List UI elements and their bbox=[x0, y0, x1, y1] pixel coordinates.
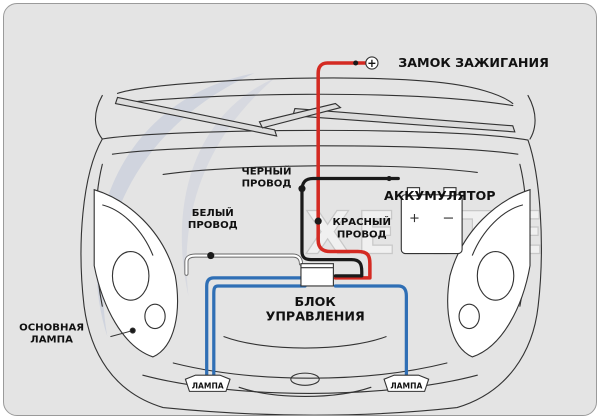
lamp-left: ЛАМПА bbox=[184, 374, 231, 392]
control-unit-label-line1: БЛОК bbox=[295, 294, 337, 309]
red-wire-connector bbox=[314, 217, 322, 225]
leader-lines bbox=[110, 327, 136, 338]
wipers bbox=[114, 96, 516, 137]
black-wire-connector bbox=[298, 185, 306, 193]
wiring-diagram: XENTE bbox=[19, 55, 549, 415]
white-wire-label-line2: ПРОВОД bbox=[188, 220, 238, 231]
lamp-right: ЛАМПА bbox=[383, 374, 430, 392]
red-wire bbox=[316, 61, 372, 280]
diagram-frame: XENTE bbox=[3, 3, 597, 416]
lamp-right-label: ЛАМПА bbox=[390, 381, 422, 390]
black-wire bbox=[300, 176, 400, 278]
black-wire-label-line1: ЧЕРНЫЙ bbox=[242, 164, 292, 177]
control-unit bbox=[300, 263, 334, 287]
ignition-terminal: + bbox=[365, 56, 379, 70]
blue-wire-right bbox=[333, 284, 408, 381]
white-wire-label-line1: БЕЛЫЙ bbox=[192, 206, 234, 219]
battery-terminal-dot bbox=[386, 176, 392, 182]
red-wire-label-line1: КРАСНЫЙ bbox=[333, 215, 391, 228]
plus-symbol: + bbox=[367, 57, 376, 70]
white-wire-connector bbox=[207, 252, 215, 260]
headlight-left bbox=[93, 188, 178, 358]
headlight-right bbox=[447, 188, 531, 358]
control-unit-label-line2: УПРАВЛЕНИЯ bbox=[266, 308, 365, 323]
white-wire bbox=[184, 253, 303, 276]
ignition-label: ЗАМОК ЗАЖИГАНИЯ bbox=[398, 55, 549, 70]
battery-label: АККУМУЛЯТОР bbox=[384, 188, 496, 203]
wire-connectors bbox=[207, 60, 392, 260]
lamp-left-label: ЛАМПА bbox=[192, 381, 224, 390]
main-lamp-label-line2: ЛАМПА bbox=[30, 335, 73, 346]
main-lamp-label-line1: ОСНОВНАЯ bbox=[19, 323, 84, 334]
blue-wire-left bbox=[205, 276, 307, 381]
red-wire-label-line2: ПРОВОД bbox=[337, 229, 387, 240]
black-wire-label-line2: ПРОВОД bbox=[242, 179, 292, 190]
battery bbox=[400, 187, 463, 255]
ignition-terminal-dot bbox=[353, 60, 359, 66]
